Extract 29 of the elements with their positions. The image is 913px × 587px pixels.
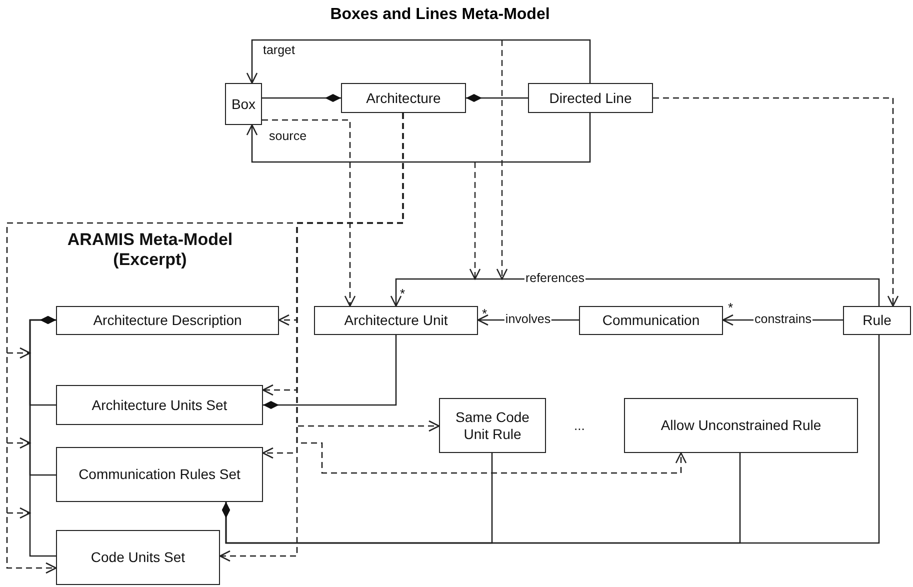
class-box: Directed Line <box>528 83 653 113</box>
class-box: Rule <box>843 306 911 335</box>
dashed-arrow <box>653 97 899 307</box>
class-box: Box <box>225 83 262 125</box>
class-box: Architecture <box>341 83 466 113</box>
section-heading: ARAMIS Meta-Model (Excerpt) <box>66 230 234 271</box>
class-box: Communication <box>579 306 723 335</box>
class-box: Architecture Unit <box>314 306 478 335</box>
association-arrow <box>246 39 591 84</box>
association-arrow <box>246 113 591 163</box>
class-box: Same Code Unit Rule <box>439 398 546 453</box>
edge-label: target <box>262 44 296 58</box>
class-box: Communication Rules Set <box>56 447 263 502</box>
class-box: Allow Unconstrained Rule <box>624 398 858 453</box>
multiplicity-label: * <box>728 300 734 316</box>
class-box: Architecture Units Set <box>56 385 263 425</box>
composition-line <box>466 94 528 102</box>
dashed-arrow <box>6 113 404 574</box>
class-box: Code Units Set <box>56 530 220 585</box>
dashed-arrow <box>262 119 356 307</box>
composition-line <box>262 94 341 102</box>
class-box: Architecture Description <box>56 306 279 335</box>
diagram-title: Boxes and Lines Meta-Model <box>329 6 551 24</box>
multiplicity-label: ... <box>574 418 585 434</box>
multiplicity-label: * <box>400 286 406 302</box>
composition-line <box>29 316 56 557</box>
multiplicity-label: * <box>482 306 488 322</box>
composition-line <box>222 335 880 544</box>
composition-line <box>263 335 397 409</box>
